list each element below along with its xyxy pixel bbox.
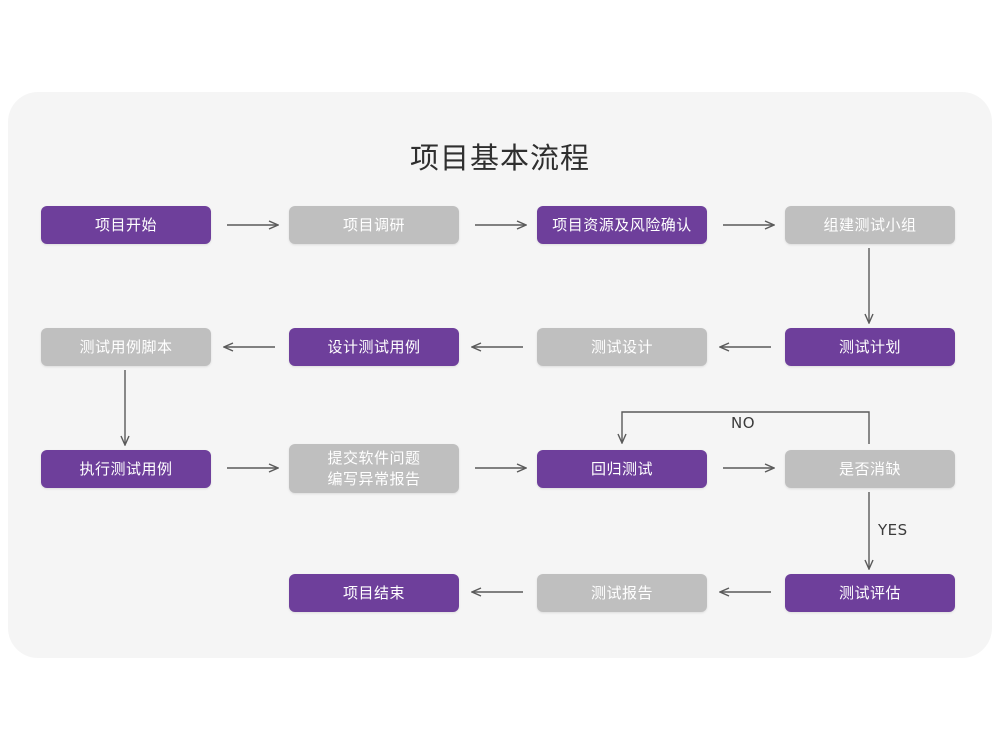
node-test-evaluation[interactable]: 测试评估: [785, 574, 955, 612]
node-project-research[interactable]: 项目调研: [289, 206, 459, 244]
edge-label-yes: YES: [878, 521, 908, 539]
node-test-report[interactable]: 测试报告: [537, 574, 707, 612]
node-submit-issues-report[interactable]: 提交软件问题 编写异常报告: [289, 444, 459, 493]
edge-label-no: NO: [731, 414, 756, 432]
node-project-start[interactable]: 项目开始: [41, 206, 211, 244]
node-project-end[interactable]: 项目结束: [289, 574, 459, 612]
page-title: 项目基本流程: [409, 141, 590, 175]
node-test-case-scripts[interactable]: 测试用例脚本: [41, 328, 211, 366]
node-defect-cleared[interactable]: 是否消缺: [785, 450, 955, 488]
node-test-design[interactable]: 测试设计: [537, 328, 707, 366]
node-form-test-team[interactable]: 组建测试小组: [785, 206, 955, 244]
node-test-plan[interactable]: 测试计划: [785, 328, 955, 366]
node-resource-risk-confirm[interactable]: 项目资源及风险确认: [537, 206, 707, 244]
node-regression-test[interactable]: 回归测试: [537, 450, 707, 488]
node-design-test-cases[interactable]: 设计测试用例: [289, 328, 459, 366]
node-execute-test-cases[interactable]: 执行测试用例: [41, 450, 211, 488]
flowchart-card: [8, 92, 992, 658]
